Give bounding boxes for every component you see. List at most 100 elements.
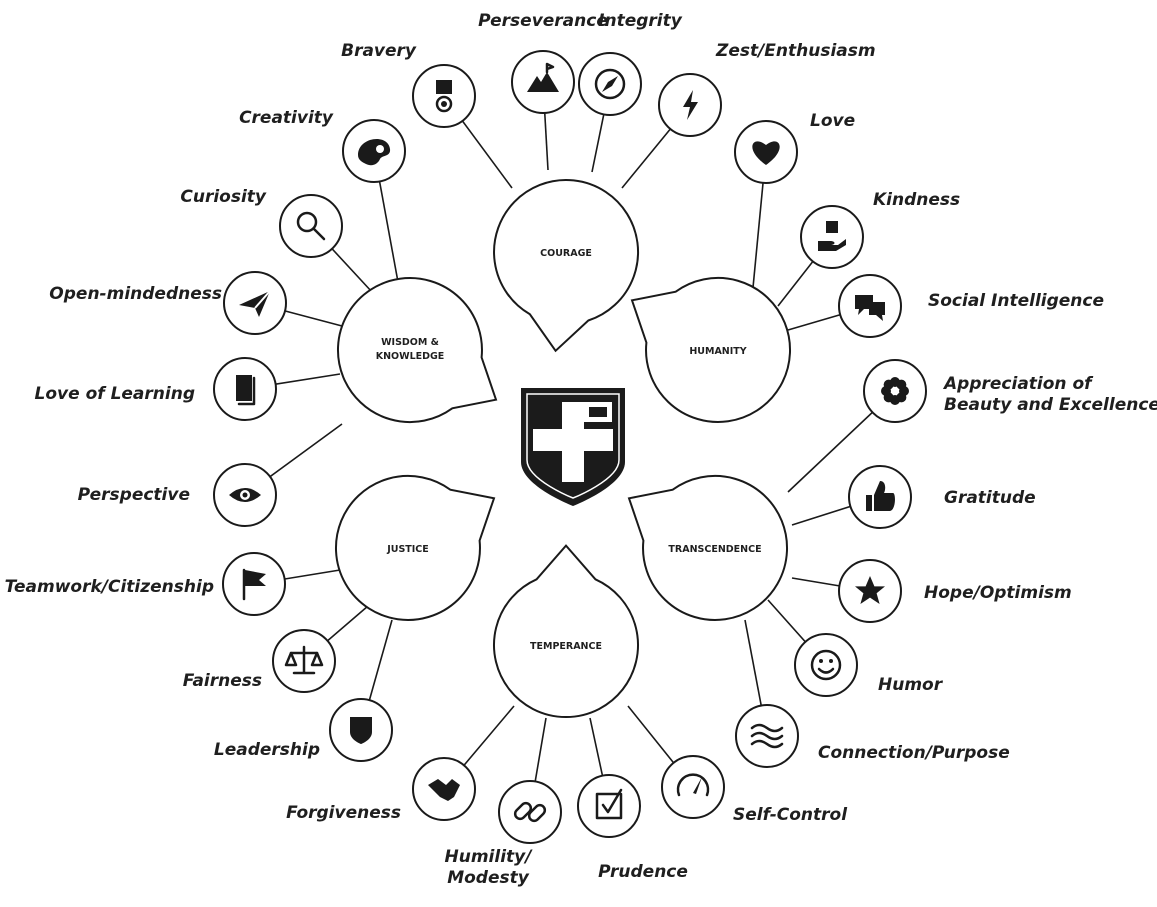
handshake-icon [428,779,460,801]
checkbox-icon [595,788,623,820]
strength-label-line: Appreciation of [942,374,1094,394]
virtue-humanity: HUMANITY [630,277,791,423]
nodes-layer: Bravery PerseveranceIntegrityZest/Enthusi… [5,11,1157,888]
strength-label-line: Modesty [447,868,530,888]
strength-label: Leadership [214,740,320,760]
thumbs-up-icon [866,481,895,511]
gift-hand-icon [818,221,846,251]
chat-bubbles-icon [855,295,885,321]
center-layer [521,388,625,506]
strength-self-control: Self-Control [661,755,848,825]
shield-plus-icon [521,388,625,506]
book-icon [236,375,256,406]
shield-icon [350,717,372,744]
strength-node [800,205,864,269]
strength-node [577,774,641,838]
virtue-name: TRANSCENDENCE [668,544,761,555]
virtue-wisdom: WISDOM & KNOWLEDGE [337,277,498,423]
virtue-justice: JUSTICE [335,475,496,621]
strength-label: Kindness [873,190,960,210]
strength-label: Gratitude [944,488,1036,508]
strength-label: Love [810,111,855,131]
strength-connection-purpose: Connection/Purpose [735,704,1010,768]
palette-icon [358,138,391,166]
strength-label: Prudence [598,862,688,882]
strength-label: Fairness [183,671,262,691]
strength-love-of-learning: Love of Learning [35,357,277,421]
strength-label: Zest/Enthusiasm [715,41,876,61]
smiley-icon [810,649,842,681]
virtue-petal [630,277,791,423]
strength-leadership: Leadership [214,698,393,762]
strength-humility-modesty: Humility/Modesty [445,780,562,888]
strength-label: Creativity [239,108,334,128]
paper-plane-icon [239,290,271,317]
strength-node [279,194,343,258]
strength-label: Bravery [341,41,417,61]
strength-teamwork-citizenship: Teamwork/Citizenship [5,552,286,616]
strength-gratitude: Gratitude [848,465,1036,529]
strength-node [794,633,858,697]
strength-label: Self-Control [733,805,848,825]
heart-icon [752,141,780,165]
strength-creativity: Creativity [239,108,406,183]
gauge-icon [676,773,710,797]
virtue-petal [335,475,496,621]
virtue-name-line: KNOWLEDGE [376,351,445,362]
strength-social-intelligence: Social Intelligence [838,274,1104,338]
flower-icon [881,377,909,405]
virtue-courage: COURAGE [493,179,640,353]
strength-label-line: Humility/ [445,847,534,867]
magnifier-icon [296,211,326,241]
virtue-name-line: WISDOM & [381,337,439,348]
strength-forgiveness: Forgiveness [286,757,476,823]
strength-kindness: Kindness [800,190,960,269]
petals-layer: COURAGE HUMANITY TRANSCENDENCE TEMPERANCE JU… [335,179,791,719]
virtue-petal [627,475,788,621]
virtue-name: HUMANITY [689,346,746,357]
medal-icon [435,80,453,113]
virtue-petal [493,179,640,353]
strength-prudence: Prudence [577,774,688,882]
eye-icon [229,488,261,502]
strength-perspective: Perspective [78,463,277,527]
lightning-icon [683,90,698,120]
mountain-icon [527,62,559,92]
flag-icon [242,568,266,601]
virtue-petal [493,544,639,719]
compass-icon [594,68,626,100]
strength-label: Humor [878,675,944,695]
strength-label: Perspective [78,485,190,505]
virtue-name: TEMPERANCE [530,641,602,652]
strength-perseverance: Perseverance [478,11,608,114]
strength-fairness: Fairness [183,629,336,693]
virtue-name: COURAGE [540,248,592,259]
strength-bravery: Bravery [341,41,476,128]
virtue-petal [337,277,498,423]
chain-link-icon [513,801,547,823]
scales-icon [284,645,324,675]
strength-humor: Humor [794,633,944,697]
strength-label: Teamwork/Citizenship [5,577,214,597]
strength-integrity: Integrity [578,11,683,116]
strength-label-line: Beauty and Excellence [944,395,1157,415]
strength-label: Connection/Purpose [818,743,1010,763]
strength-node [661,755,725,819]
virtue-transcendence: TRANSCENDENCE [627,475,788,621]
star-icon [855,576,885,604]
virtue-temperance: TEMPERANCE [493,544,639,719]
strength-hope-optimism: Hope/Optimism [838,559,1072,623]
strength-label: Perseverance [478,11,608,31]
strength-love: Love [734,111,855,184]
strength-label: Forgiveness [286,803,401,823]
strength-open-mindedness: Open-mindedness [49,271,287,335]
strength-label: Open-mindedness [49,284,222,304]
strength-label: Social Intelligence [928,291,1104,311]
waves-icon [750,723,784,749]
virtue-name: JUSTICE [386,544,429,555]
strength-label: Integrity [598,11,683,31]
strength-zest-enthusiasm: Zest/Enthusiasm [658,41,876,137]
strength-label: Curiosity [180,187,267,207]
